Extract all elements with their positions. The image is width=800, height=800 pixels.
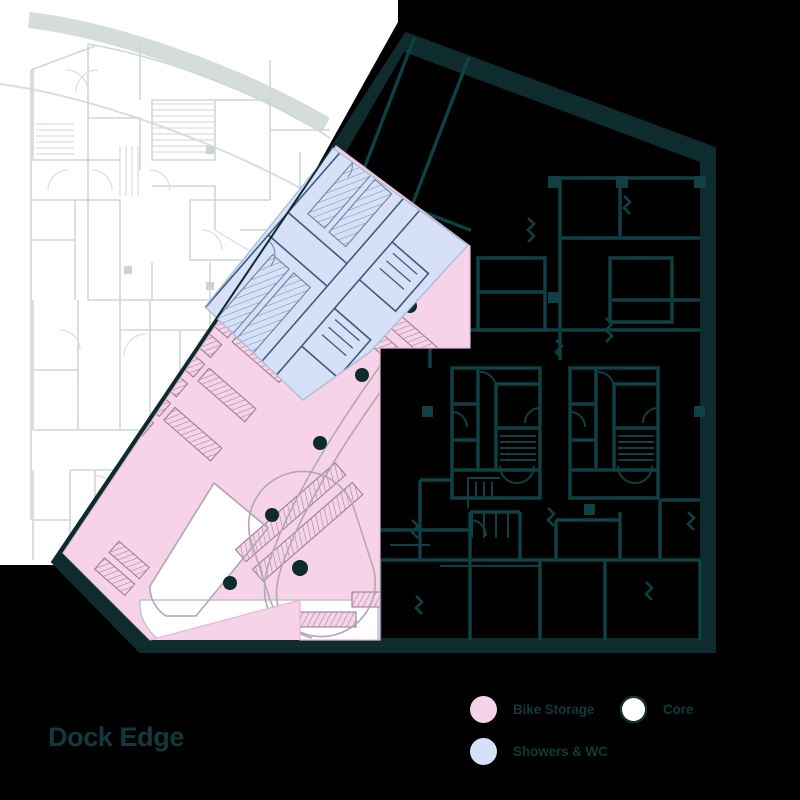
core-block-a: [450, 366, 542, 500]
expansion-joint: [410, 195, 696, 615]
core-block-b: [568, 366, 660, 500]
